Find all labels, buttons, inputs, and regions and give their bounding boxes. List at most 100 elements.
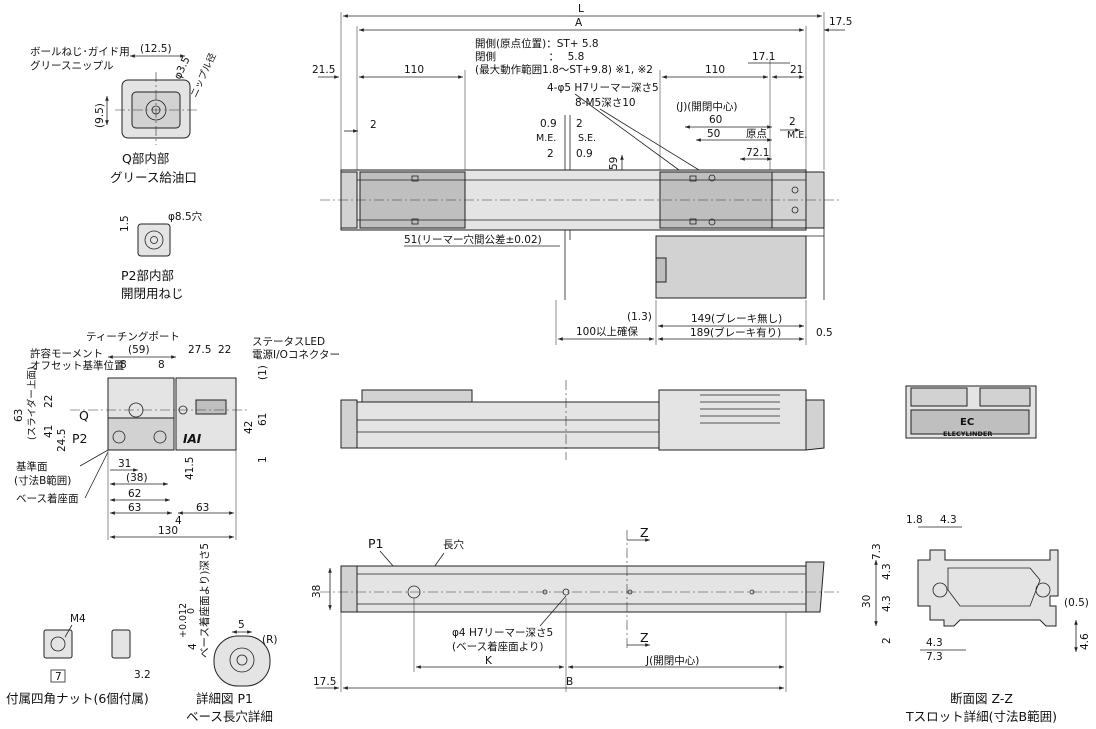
hole-label-1: φ4 H7リーマー深さ5 — [452, 627, 553, 639]
q-caption-1: Q部内部 — [122, 151, 169, 166]
p1-depth-1: 4 — [187, 643, 199, 650]
bottom-hole-2 — [542, 589, 548, 595]
dim-4: 4 — [175, 515, 182, 527]
zz-0-5: (0.5) — [1064, 597, 1089, 609]
z-top: Z — [640, 525, 649, 540]
connector-label: 電源I/Oコネクター — [252, 348, 340, 361]
nut-front — [43, 629, 73, 659]
dim-2-b: 2 — [547, 148, 554, 160]
nut-dim-3-2: 3.2 — [134, 669, 151, 681]
dim-38-end: (38) — [126, 472, 148, 484]
dim-9-5: (9.5) — [94, 103, 106, 128]
p1-hole — [229, 647, 255, 673]
label-q: Q — [79, 408, 89, 423]
bottom-end-cover — [805, 561, 825, 613]
dim-L: L — [578, 3, 584, 15]
zz-caption-2: Tスロット詳細(寸法B範囲) — [905, 709, 1057, 724]
top-reamer-hole-4 — [689, 218, 697, 225]
clearance-label: 100以上確保 — [576, 325, 639, 338]
nut-caption: 付属四角ナット(6個付属) — [6, 691, 149, 706]
z-bottom: Z — [640, 630, 649, 645]
dim-J: J(開閉中心) — [645, 654, 699, 667]
dim-41: 41 — [43, 425, 55, 438]
right-end-face — [910, 409, 1030, 435]
dim-42: 42 — [243, 421, 255, 434]
label-p2: P2 — [72, 431, 88, 446]
nipple-dia: ニップル径 — [188, 51, 219, 100]
bottom-view: P1 長穴 Z Z 38 φ4 H7リーマー深さ5 (ベース着座面より) K J… — [311, 525, 840, 692]
ref-surface: 基準面 — [16, 460, 48, 473]
p2-housing — [137, 223, 171, 257]
nut-dim-7: 7 — [55, 671, 62, 683]
dim-61: 61 — [257, 413, 269, 426]
reamer-pitch-label: 51(リーマー穴間公差±0.02) — [404, 233, 542, 246]
top-motor-body — [655, 235, 807, 299]
dim-21-5: 21.5 — [312, 64, 335, 76]
right-end-top — [910, 387, 968, 407]
end-connector — [195, 399, 227, 415]
j-center-label: (J)(開閉中心) — [676, 100, 737, 113]
top-view: L A 17.5 21.5 110 110 21 17.1 開側(原点位置)：S… — [312, 3, 852, 345]
side-endcap — [340, 399, 358, 449]
led-label: ステータスLED — [252, 336, 325, 348]
p1-depth-2: ベース着座面より)深さ5 — [198, 543, 211, 658]
top-reamer-hole-2 — [411, 218, 419, 225]
section-hole-left — [932, 582, 948, 598]
p1-tol-2: 0 — [186, 608, 197, 614]
detail-q: ボールねじ･ガイド用 グリースニップル (12.5) φ3.5 ニップル径 (9… — [30, 43, 219, 185]
detail-p2: 1.5 φ8.5穴 P2部内部 開閉用ねじ — [119, 210, 203, 301]
side-motor-fins — [700, 394, 780, 424]
dim-17-1: 17.1 — [752, 51, 775, 63]
right-end-logo: EC — [960, 417, 974, 428]
zz-caption-1: 断面図 Z-Z — [950, 691, 1013, 706]
p1-housing — [213, 635, 271, 687]
dim-41-5: 41.5 — [184, 457, 196, 480]
hole-label-2: (ベース着座面より) — [452, 640, 543, 653]
base-seat: ベース着座面 — [16, 492, 78, 505]
bottom-endcap — [340, 565, 358, 613]
p1-dim-5: 5 — [238, 619, 245, 631]
zz-7-3-b: 7.3 — [926, 651, 943, 663]
p2-caption-1: P2部内部 — [121, 268, 174, 283]
phi-8-5: φ8.5穴 — [168, 210, 203, 223]
dim-63-v: 63 — [13, 409, 25, 422]
zz-30: 30 — [861, 595, 873, 608]
p2-caption-2: 開閉用ねじ — [121, 286, 184, 301]
dim-22-top: 22 — [218, 344, 231, 356]
dim-0-5: 0.5 — [816, 327, 833, 339]
dim-38-bottom: 38 — [311, 585, 323, 598]
dim-63-b: 63 — [196, 502, 209, 514]
p2-hole — [144, 230, 164, 250]
square-nut: M4 7 3.2 付属四角ナット(6個付属) — [6, 613, 151, 706]
motor-149: 149(ブレーキ無し) — [691, 312, 782, 325]
dim-2-a: 2 — [576, 118, 583, 130]
bottom-body — [340, 565, 807, 613]
phi-3-5: φ3.5 — [172, 55, 193, 81]
dim-17-5-bottom: 17.5 — [313, 676, 336, 688]
ref-surface-2: (寸法B範囲) — [14, 474, 71, 487]
dim-1-5: 1.5 — [119, 215, 131, 232]
zz-4-6: 4.6 — [1079, 633, 1091, 650]
q-caption-2: グリース給油口 — [110, 170, 197, 185]
dim-K: K — [485, 655, 493, 667]
dim-8-a: 8 — [120, 359, 127, 371]
dim-22-v: 22 — [43, 395, 55, 408]
top-reamer-hole-3 — [689, 175, 697, 182]
gap-2-right: 2 — [789, 116, 796, 128]
top-screw-4 — [791, 206, 799, 214]
origin-label: 原点 — [746, 128, 767, 140]
slot-label: 長穴 — [443, 538, 464, 551]
dim-72-1: 72.1 — [746, 147, 769, 159]
end-logo: IAI — [183, 432, 202, 446]
bottom-hole-4 — [627, 589, 633, 595]
top-screw-1 — [708, 174, 716, 182]
dim-27-5: 27.5 — [188, 344, 211, 356]
moment-label-1: 許容モーメント — [30, 347, 103, 360]
side-motor-end — [805, 399, 825, 451]
bottom-reamer — [562, 588, 570, 596]
nut-m4: M4 — [70, 613, 86, 625]
me-right: M.E. — [787, 130, 807, 141]
p1-tol-1: +0.012 — [178, 603, 189, 638]
p1-radius: (R) — [262, 634, 278, 646]
